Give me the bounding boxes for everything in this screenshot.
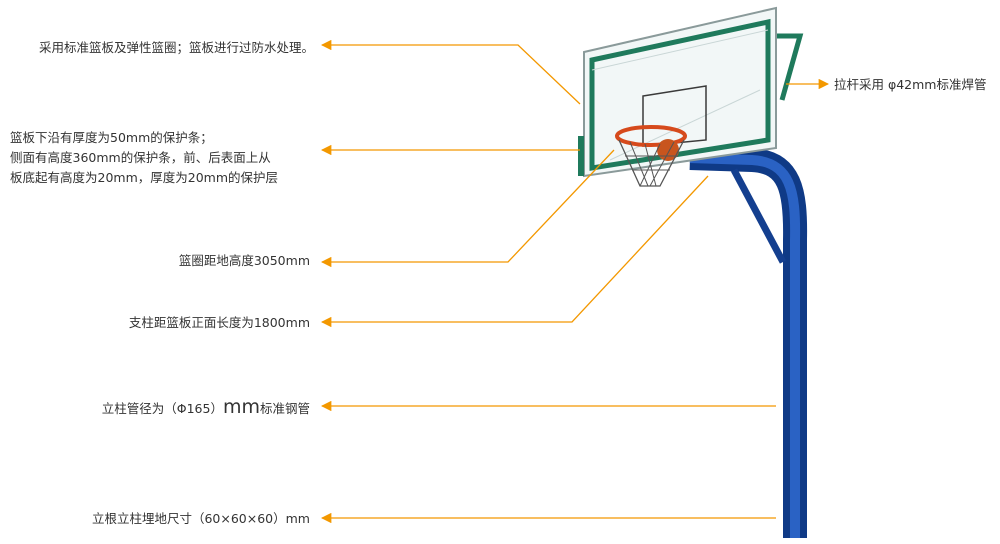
label-protection-line-3: 板底起有高度为20mm，厚度为20mm的保护层 <box>10 170 279 185</box>
label-pole-reach: 支柱距篮板正面长度为1800mm <box>128 315 310 330</box>
label-protection-line-1: 篮板下沿有厚度为50mm的保护条； <box>10 130 213 145</box>
backboard <box>578 6 777 178</box>
label-embed-size: 立根立柱埋地尺寸（60×60×60）mm <box>91 511 310 526</box>
label-standard-backboard: 采用标准篮板及弹性篮圈；篮板进行过防水处理。 <box>38 40 314 55</box>
label-rim-height: 篮圈距地高度3050mm <box>178 253 310 268</box>
label-protection-strips: 篮板下沿有厚度为50mm的保护条； 侧面有高度360mm的保护条，前、后表面上从… <box>10 128 278 188</box>
hoop <box>615 125 687 187</box>
steel-pole <box>689 33 808 538</box>
label-pole-diameter-c: 标准钢管 <box>259 401 310 416</box>
label-pole-diameter-unit: mm <box>222 396 260 418</box>
label-protection-line-2: 侧面有高度360mm的保护条，前、后表面上从 <box>10 150 271 165</box>
leader-lines <box>320 39 830 524</box>
label-pole-diameter-a: 立柱管径为（Φ165） <box>101 401 223 416</box>
label-pole-diameter: 立柱管径为（Φ165）mm标准钢管 <box>102 397 310 419</box>
label-tie-rod: 拉杆采用 φ42mm标准焊管 <box>834 77 987 92</box>
